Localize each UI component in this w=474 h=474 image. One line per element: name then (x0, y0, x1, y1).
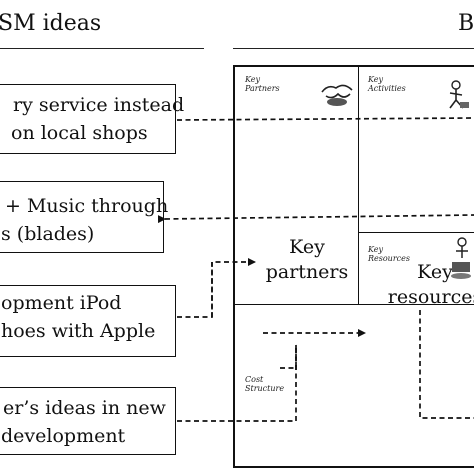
idea-1-line-1: ry service instead (13, 94, 185, 116)
idea-2-line-1: + Music through (5, 195, 169, 217)
idea-4-line-2: development (1, 425, 126, 447)
idea-1-line-2: on local shops (11, 122, 148, 144)
worker-icon (449, 80, 469, 109)
cost-structure-divider (235, 304, 474, 306)
idea-box-4: er’s ideas in new development (0, 387, 176, 455)
idea-2-line-2: s (blades) (1, 223, 95, 245)
idea-3-line-1: opment iPod (1, 292, 122, 314)
section-header-business-model: B (458, 11, 474, 36)
idea-3-line-2: hoes with Apple (1, 320, 156, 342)
header-rule-left (0, 48, 204, 49)
key-partners-cell (235, 67, 359, 304)
idea-box-2: + Music through s (blades) (0, 181, 168, 253)
header-rule-right (233, 48, 474, 49)
idea-box-1: ry service instead on local shops (0, 84, 184, 154)
idea-4-line-1: er’s ideas in new (3, 397, 166, 419)
section-header-sm-ideas: SM ideas (0, 11, 102, 36)
idea-box-3: opment iPod hoes with Apple (0, 285, 176, 357)
handshake-icon (321, 84, 353, 106)
resources-icon (451, 237, 471, 279)
key-activities-cell (359, 67, 474, 233)
